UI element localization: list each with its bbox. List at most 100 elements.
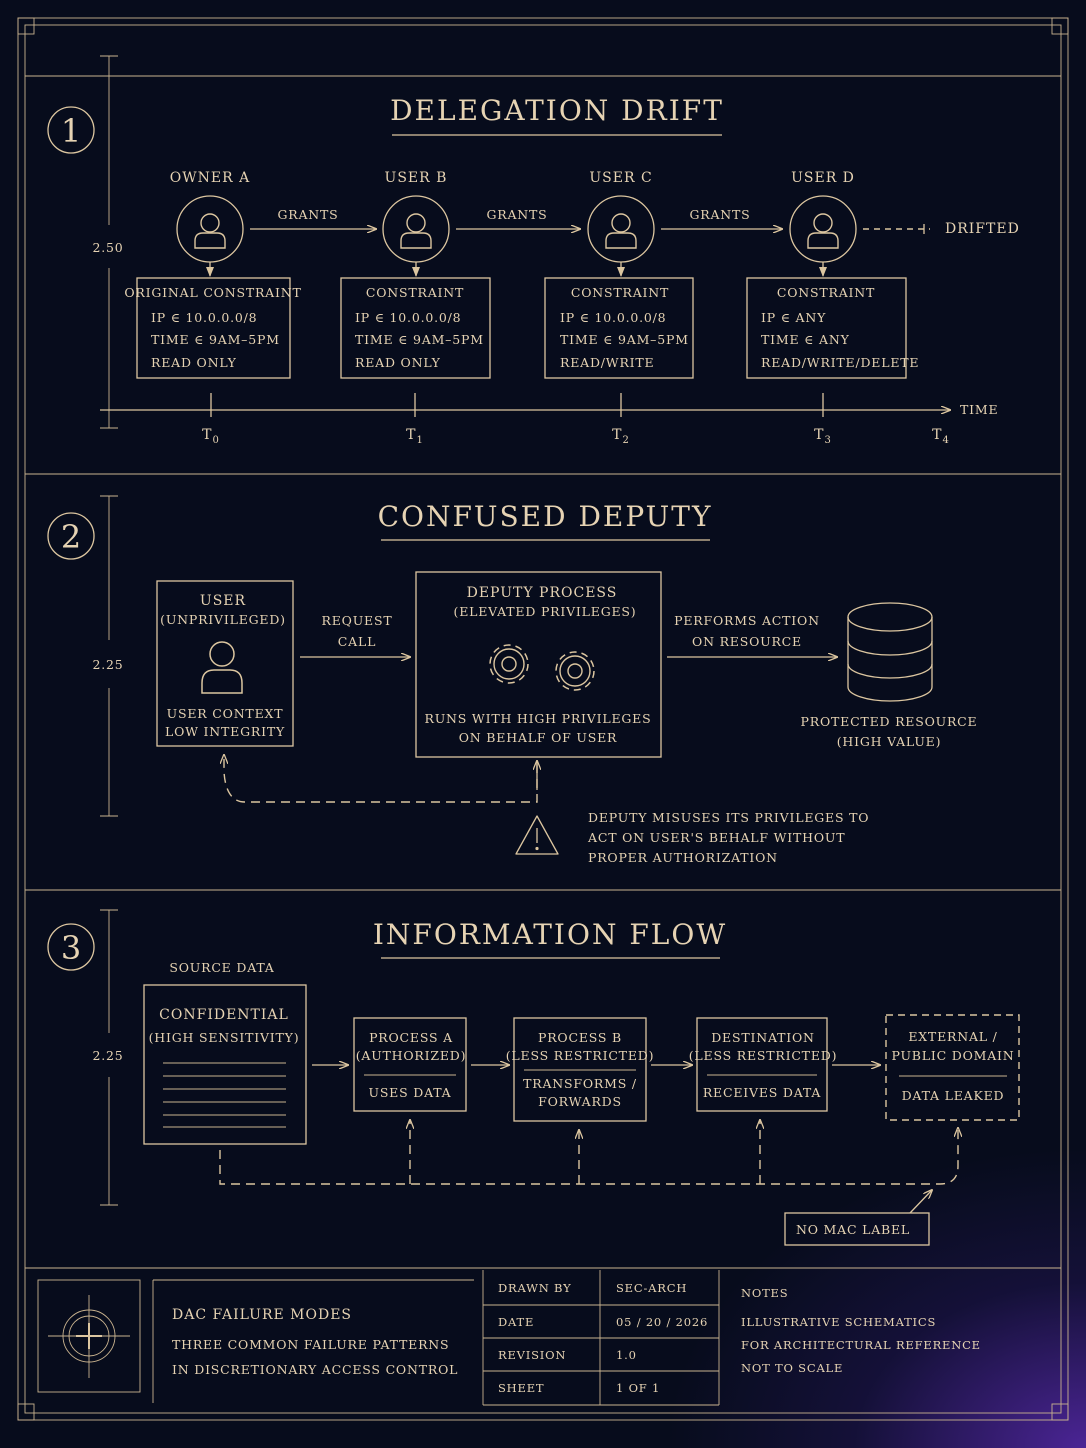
field-value: 1.0 <box>616 1348 637 1362</box>
field-value: 1 OF 1 <box>616 1381 660 1395</box>
source-title: CONFIDENTIAL <box>159 1007 289 1023</box>
request-arrow: REQUEST CALL <box>300 613 410 657</box>
constraint-line: READ/WRITE/DELETE <box>761 355 919 370</box>
person-icon <box>194 213 226 249</box>
section-information-flow: 3 INFORMATION FLOW 2.25 SOURCE DATA CONF… <box>47 909 1020 1246</box>
node-user-c: USER C CONSTRAINT IP ∈ 10.0.0.0/8 TIME ∈… <box>544 170 694 379</box>
resource-sub: (HIGH VALUE) <box>837 734 942 749</box>
node-label: USER C <box>589 170 652 186</box>
constraint-title: ORIGINAL CONSTRAINT <box>124 285 301 300</box>
sheet-frame <box>17 17 1069 1421</box>
section-delegation-drift: 1 DELEGATION DRIFT 2.50 OWNER A ORIGINAL… <box>47 55 1020 446</box>
field-label: SHEET <box>498 1381 544 1395</box>
database-icon <box>847 602 933 702</box>
deputy-desc: ON BEHALF OF USER <box>459 730 617 745</box>
deputy-title: DEPUTY PROCESS <box>467 585 618 601</box>
tick-label: T2 <box>612 427 630 446</box>
no-mac-label: NO MAC LABEL <box>796 1222 910 1237</box>
external-title: PUBLIC DOMAIN <box>891 1048 1014 1063</box>
notes-title: NOTES <box>741 1286 788 1300</box>
constraint-title: CONSTRAINT <box>571 285 669 300</box>
node-label: OWNER A <box>170 170 250 186</box>
node-label: USER B <box>385 170 448 186</box>
process-title: PROCESS A <box>369 1030 453 1045</box>
constraint-line: TIME ∈ 9AM–5PM <box>560 332 689 347</box>
tick-label: T4 <box>932 427 950 446</box>
section-title: INFORMATION FLOW <box>373 918 727 951</box>
request-label: REQUEST <box>322 613 393 628</box>
dimension-label: 2.25 <box>92 1048 123 1063</box>
return-path <box>224 755 538 803</box>
note-line: FOR ARCHITECTURAL REFERENCE <box>741 1338 981 1352</box>
constraint-line: IP ∈ 10.0.0.0/8 <box>151 310 257 325</box>
process-desc: TRANSFORMS / <box>523 1076 637 1091</box>
node-label: USER D <box>791 170 855 186</box>
dimension-line: 2.25 <box>92 495 123 817</box>
no-mac-label-box: NO MAC LABEL <box>784 1212 930 1246</box>
note-line: ILLUSTRATIVE SCHEMATICS <box>741 1315 936 1329</box>
sheet-subtitle: IN DISCRETIONARY ACCESS CONTROL <box>172 1362 458 1377</box>
constraint-box <box>340 277 491 379</box>
time-axis-label: TIME <box>960 402 998 417</box>
action-label: PERFORMS ACTION <box>674 613 820 628</box>
note-line: NOT TO SCALE <box>741 1361 843 1375</box>
person-icon <box>201 641 243 694</box>
section-title: DELEGATION DRIFT <box>390 94 724 127</box>
constraint-line: READ/WRITE <box>560 355 654 370</box>
node-owner-a: OWNER A ORIGINAL CONSTRAINT IP ∈ 10.0.0.… <box>124 170 301 379</box>
person-icon <box>400 213 432 249</box>
source-subtitle: (HIGH SENSITIVITY) <box>149 1030 300 1045</box>
section-confused-deputy: 2 CONFUSED DEPUTY 2.25 USER (UNPRIVILEGE… <box>47 495 977 865</box>
destination-box: DESTINATION (LESS RESTRICTED) RECEIVES D… <box>689 1017 836 1112</box>
constraint-title: CONSTRAINT <box>777 285 875 300</box>
action-label: ON RESOURCE <box>692 634 802 649</box>
grant-arrows: GRANTS GRANTS GRANTS DRIFTED <box>250 207 1020 237</box>
process-b-box: PROCESS B (LESS RESTRICTED) TRANSFORMS /… <box>506 1017 655 1122</box>
constraint-line: TIME ∈ ANY <box>761 332 850 347</box>
deputy-desc: RUNS WITH HIGH PRIVILEGES <box>425 711 652 726</box>
section-number-badge: 1 <box>47 106 95 154</box>
constraint-line: IP ∈ ANY <box>761 310 826 325</box>
constraint-line: TIME ∈ 9AM–5PM <box>355 332 484 347</box>
crosshair-icon <box>48 1295 130 1378</box>
tick-label: T0 <box>202 427 220 446</box>
constraint-line: TIME ∈ 9AM–5PM <box>151 332 280 347</box>
constraint-box <box>746 277 907 379</box>
warning-text: ACT ON USER'S BEHALF WITHOUT <box>587 830 845 845</box>
warning-icon <box>515 815 559 855</box>
sheet-title: DAC FAILURE MODES <box>172 1307 352 1323</box>
field-label: DRAWN BY <box>498 1281 572 1295</box>
dimension-line: 2.50 <box>92 55 123 429</box>
gear-icon <box>489 644 529 684</box>
user-integrity: LOW INTEGRITY <box>165 724 285 739</box>
user-context: USER CONTEXT <box>167 706 284 721</box>
process-desc: FORWARDS <box>538 1094 622 1109</box>
constraint-box <box>136 277 291 379</box>
destination-desc: RECEIVES DATA <box>703 1085 821 1100</box>
warning-text: PROPER AUTHORIZATION <box>588 850 778 865</box>
field-value: 05 / 20 / 2026 <box>616 1315 708 1329</box>
title-block: DAC FAILURE MODES THREE COMMON FAILURE P… <box>37 1270 981 1406</box>
constraint-line: IP ∈ 10.0.0.0/8 <box>560 310 666 325</box>
process-subtitle: (LESS RESTRICTED) <box>506 1048 655 1063</box>
grant-label: GRANTS <box>277 207 338 222</box>
external-desc: DATA LEAKED <box>902 1088 1005 1103</box>
deputy-process-box: DEPUTY PROCESS (ELEVATED PRIVILEGES) RUN… <box>415 571 662 758</box>
timeline-axis: TIME T0 T1 T2 T3 T4 <box>100 393 998 446</box>
warning-text: DEPUTY MISUSES ITS PRIVILEGES TO <box>588 810 869 825</box>
person-icon <box>807 213 839 249</box>
notes: NOTES ILLUSTRATIVE SCHEMATICS FOR ARCHIT… <box>741 1286 981 1375</box>
grant-label: GRANTS <box>689 207 750 222</box>
drifted-label: DRIFTED <box>945 221 1020 237</box>
constraint-line: IP ∈ 10.0.0.0/8 <box>355 310 461 325</box>
section-number: 1 <box>61 112 81 150</box>
field-label: DATE <box>498 1315 534 1329</box>
process-a-box: PROCESS A (AUTHORIZED) USES DATA <box>353 1017 467 1112</box>
section-number: 3 <box>61 929 81 967</box>
section-number-badge: 3 <box>47 923 95 971</box>
node-user-b: USER B CONSTRAINT IP ∈ 10.0.0.0/8 TIME ∈… <box>340 170 491 379</box>
constraint-line: READ ONLY <box>355 355 441 370</box>
grant-label: GRANTS <box>486 207 547 222</box>
